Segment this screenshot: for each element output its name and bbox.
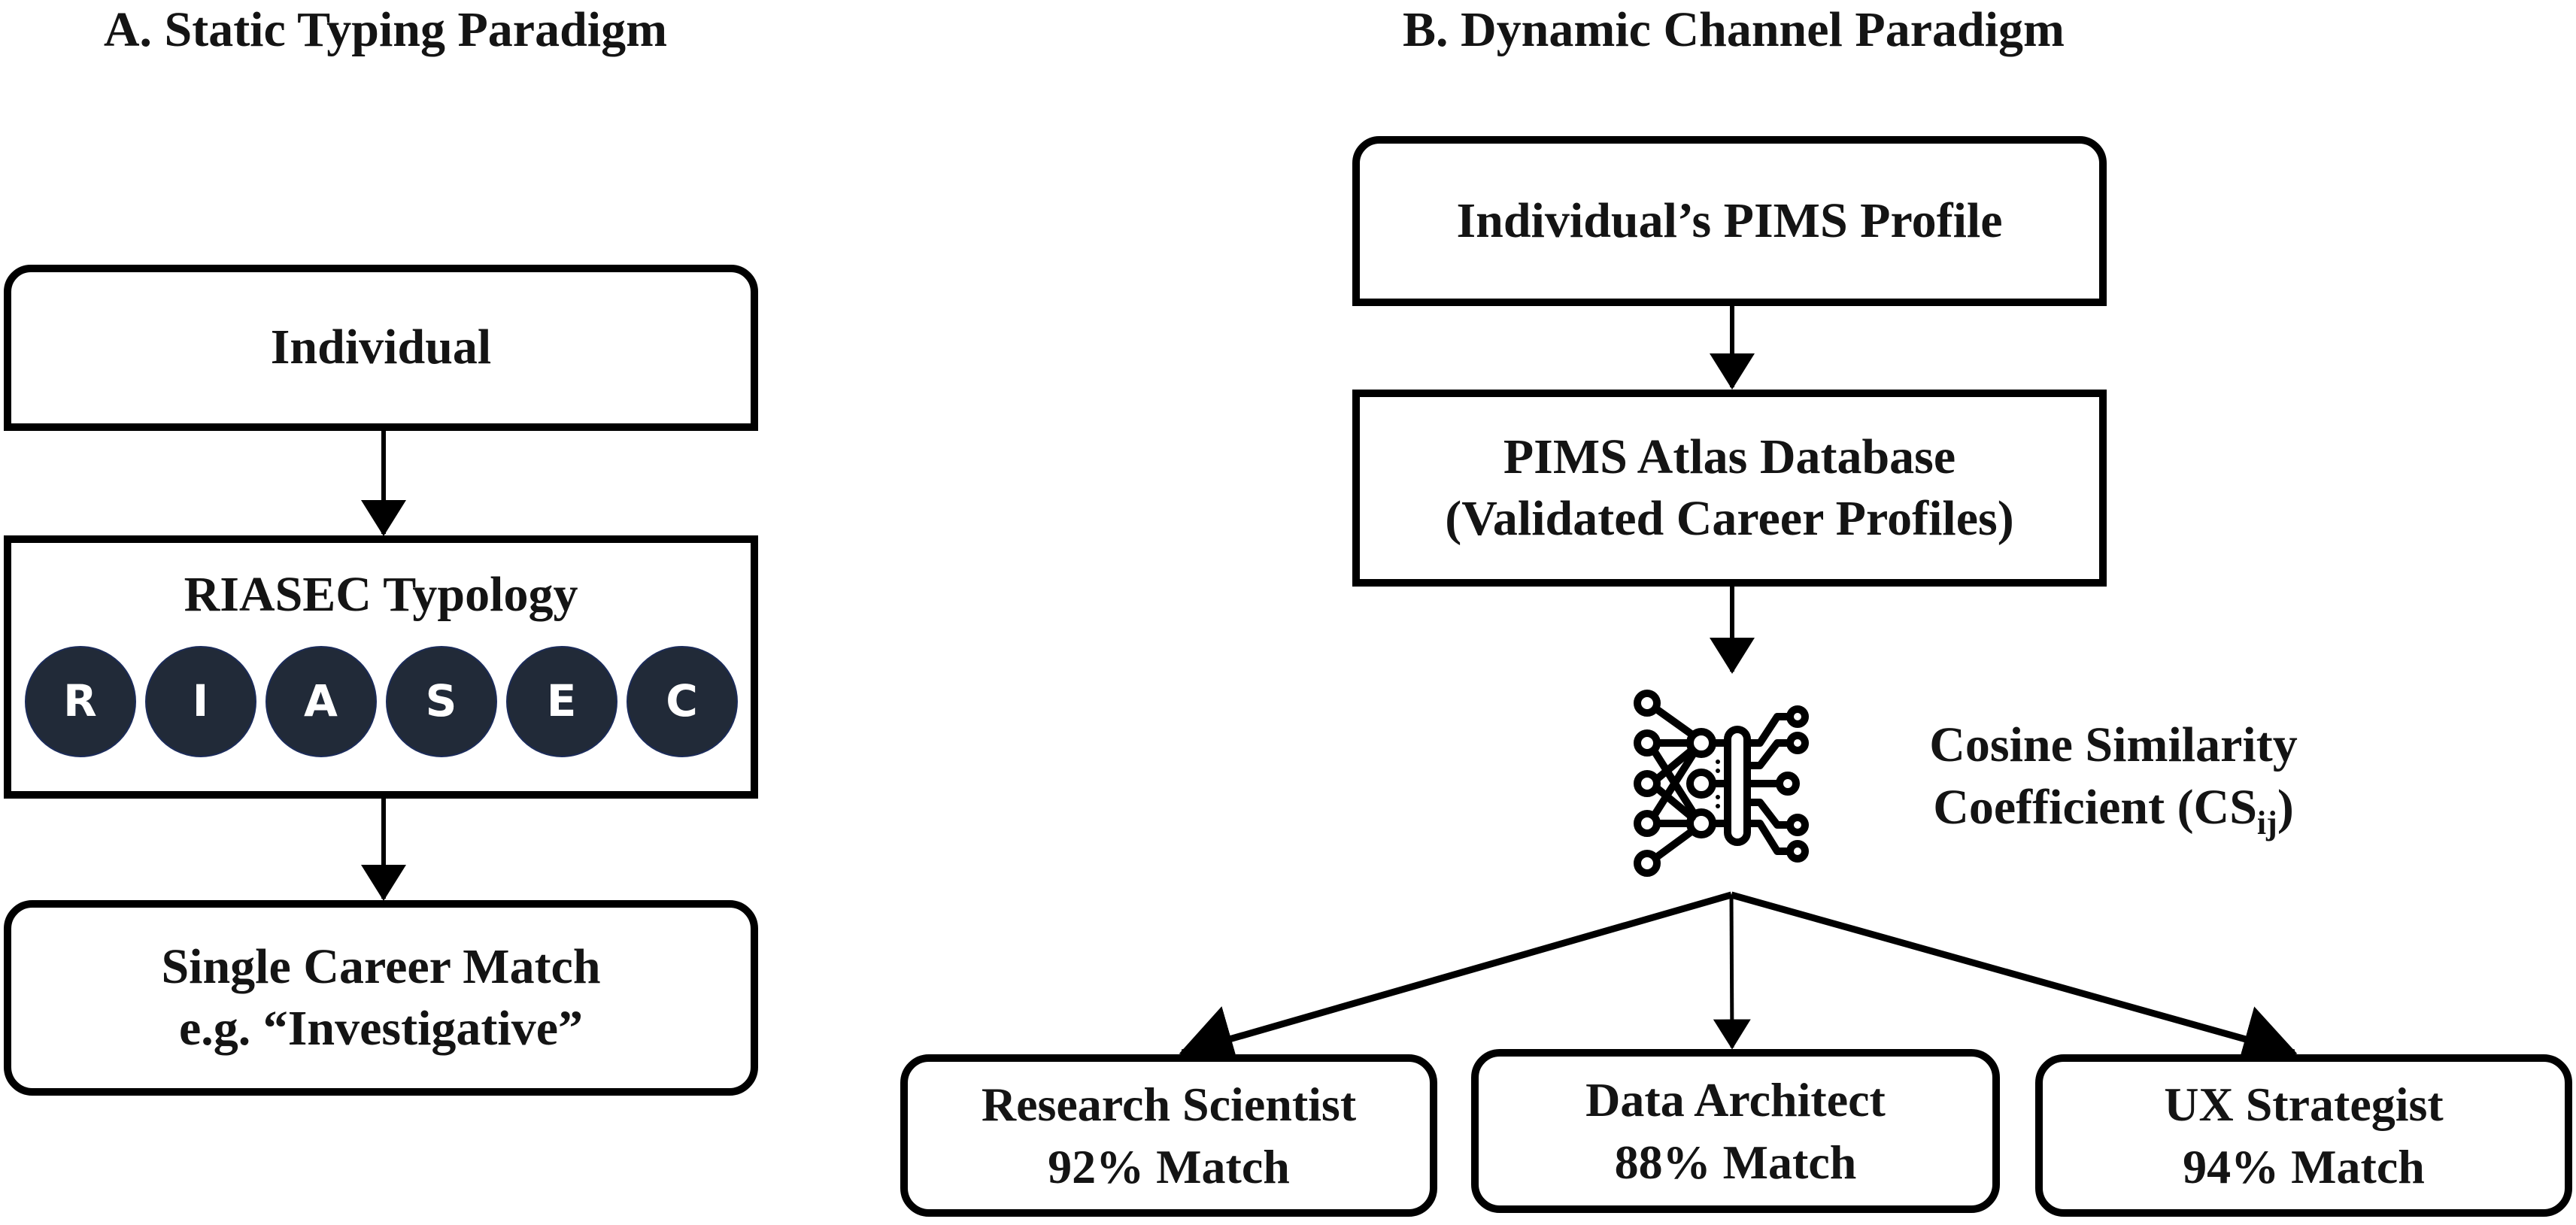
closing-paren: )	[2277, 779, 2294, 835]
pims-atlas-database-box: PIMS Atlas Database (Validated Career Pr…	[1352, 390, 2107, 587]
neural-network-icon	[1632, 688, 1813, 885]
riasec-typology-box: RIASEC Typology R I A S E C	[4, 535, 758, 799]
match-box-research-scientist: Research Scientist 92% Match	[900, 1054, 1437, 1217]
career-name: Research Scientist	[981, 1077, 1357, 1131]
match-percent: 94% Match	[2183, 1140, 2425, 1193]
cosine-similarity-line2: Coefficient (CSij)	[1873, 777, 2354, 844]
coefficient-text: Coefficient (CS	[1933, 779, 2257, 835]
riasec-circle-i: I	[144, 645, 256, 757]
riasec-typology-title: RIASEC Typology	[184, 567, 578, 622]
match-box-ux-strategist: UX Strategist 94% Match	[2035, 1054, 2572, 1217]
career-name: Data Architect	[1585, 1072, 1886, 1126]
match-percent: 88% Match	[1614, 1136, 1857, 1189]
career-name: UX Strategist	[2164, 1077, 2444, 1131]
pims-profile-box: Individual’s PIMS Profile	[1352, 136, 2107, 306]
arrow-to-research-scientist	[1179, 891, 1733, 1072]
cosine-similarity-label: Cosine Similarity Coefficient (CSij)	[1873, 714, 2354, 844]
riasec-circle-r: R	[24, 645, 136, 757]
single-career-match-box: Single Career Match e.g. “Investigative”	[4, 900, 758, 1096]
single-career-match-label: Single Career Match	[161, 938, 601, 994]
riasec-circle-c: C	[626, 645, 738, 757]
pims-profile-label: Individual’s PIMS Profile	[1456, 193, 2003, 248]
match-box-data-architect: Data Architect 88% Match	[1471, 1049, 2000, 1213]
individual-box: Individual	[4, 265, 758, 431]
panel-a-title: A. Static Typing Paradigm	[103, 2, 668, 57]
subscript-ij: ij	[2256, 804, 2277, 841]
arrow-to-data-architect	[1713, 894, 1751, 1050]
arrow-to-ux-strategist	[1730, 891, 2298, 1072]
riasec-circle-e: E	[505, 645, 617, 757]
single-career-match-example: e.g. “Investigative”	[178, 1001, 584, 1056]
riasec-circle-row: R I A S E C	[24, 645, 738, 757]
match-percent: 92% Match	[1048, 1140, 1290, 1193]
individual-label: Individual	[270, 320, 492, 375]
riasec-circle-a: A	[265, 645, 377, 757]
pims-atlas-database-label: PIMS Atlas Database	[1503, 429, 1956, 484]
cosine-similarity-line1: Cosine Similarity	[1929, 717, 2298, 772]
pims-atlas-database-subtitle: (Validated Career Profiles)	[1445, 491, 2014, 546]
panel-b-title: B. Dynamic Channel Paradigm	[1402, 2, 2065, 57]
riasec-circle-s: S	[385, 645, 497, 757]
